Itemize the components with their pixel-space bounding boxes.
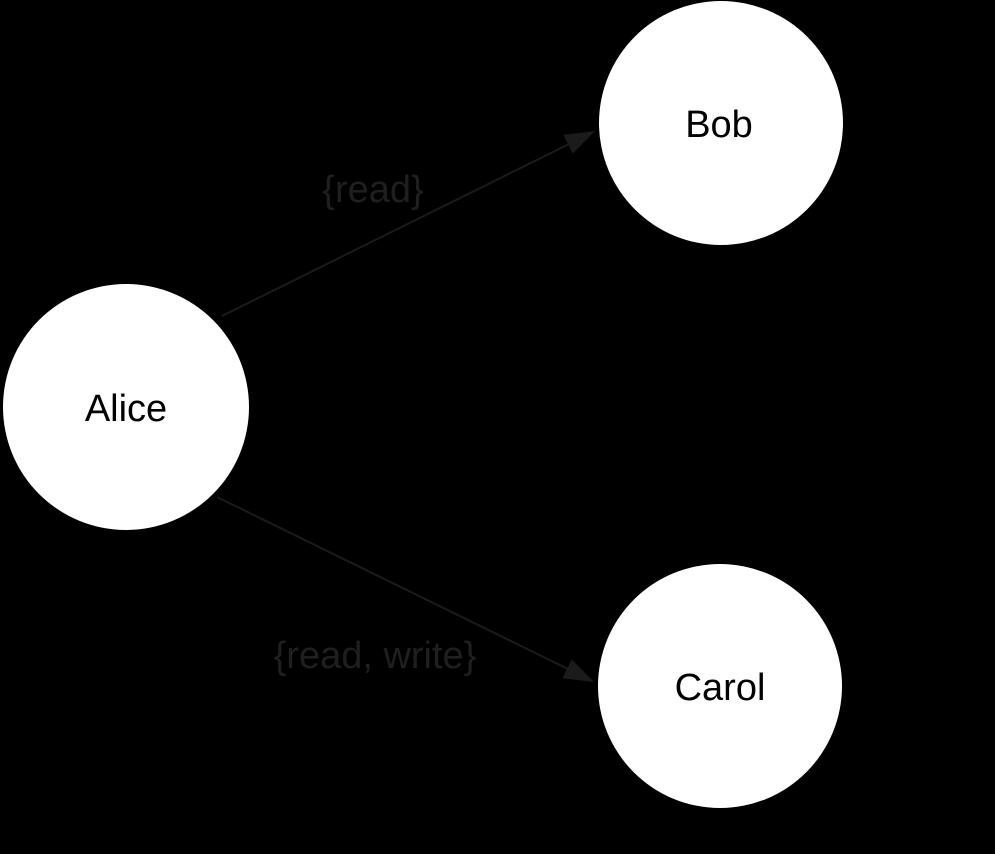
- edge-alice-bob: {read}: [221, 131, 595, 317]
- node-label-bob: Bob: [685, 104, 753, 146]
- arrowhead-icon-alice-carol: [562, 659, 594, 682]
- edge-line-alice-carol: [216, 496, 569, 670]
- node-circle-carol: [598, 564, 842, 808]
- node-bob: Bob: [599, 1, 843, 245]
- node-circle-alice: [3, 284, 249, 530]
- node-alice: Alice: [3, 284, 249, 530]
- node-circle-bob: [599, 1, 843, 245]
- arrowhead-icon-alice-bob: [563, 131, 595, 154]
- node-carol: Carol: [598, 564, 842, 808]
- edge-line-alice-bob: [221, 143, 570, 317]
- edge-label-alice-bob: {read}: [322, 169, 423, 211]
- node-label-alice: Alice: [85, 388, 167, 430]
- edge-label-alice-carol: {read, write}: [274, 635, 477, 677]
- node-label-carol: Carol: [675, 667, 766, 709]
- edge-alice-carol: {read, write}: [216, 496, 594, 682]
